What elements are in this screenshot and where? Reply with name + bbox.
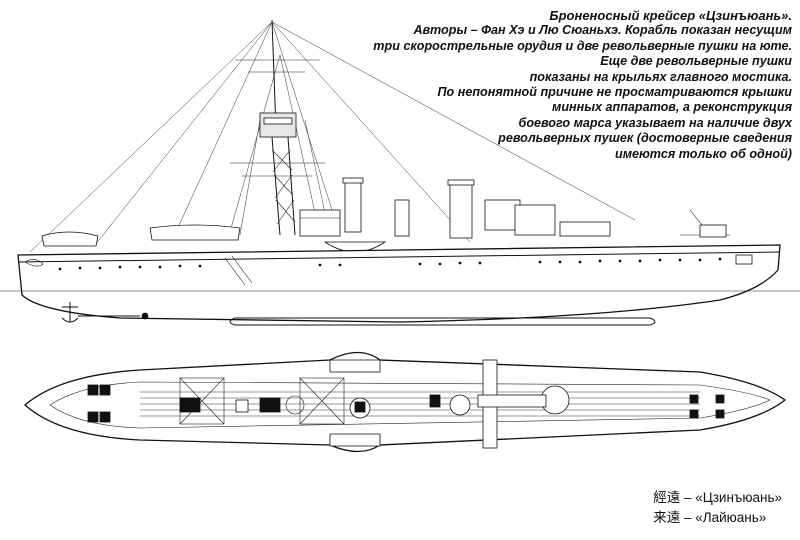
- caption-line: боевого марса указывает на наличие двух: [518, 115, 792, 130]
- anchor-icon: [61, 302, 79, 323]
- deck-planking: [140, 391, 700, 417]
- caption: Броненосный крейсер «Цзинъюань». Авторы …: [362, 8, 792, 162]
- caption-line: три скорострельные орудия и две револьве…: [373, 38, 792, 53]
- ship-name-laiyuan: 来遠 – «Лайюань»: [653, 510, 767, 525]
- boats: [41, 224, 387, 253]
- caption-line: Авторы – Фан Хэ и Лю Сюаньхэ. Корабль по…: [413, 23, 792, 38]
- ship-names: 經遠 – «Цзинъюань» 来遠 – «Лайюань»: [653, 488, 782, 528]
- caption-line: имеются только об одной): [615, 146, 792, 161]
- deck-plan: [24, 351, 787, 453]
- caption-line: По непонятной причине не просматриваются…: [437, 85, 792, 100]
- deck-outline: [24, 351, 787, 453]
- caption-line: Еще две револьверные пушки: [600, 54, 792, 69]
- stern-ornament-icon: [24, 259, 44, 267]
- boat-frames: [179, 377, 345, 425]
- hull-side: [17, 244, 781, 323]
- side-profile: [0, 19, 800, 326]
- portholes: [58, 257, 722, 271]
- caption-line: револьверных пушек (достоверные сведения: [498, 131, 792, 146]
- ship-name-jingyuan: 經遠 – «Цзинъюань»: [653, 490, 782, 505]
- caption-title: Броненосный крейсер «Цзинъюань».: [549, 8, 792, 23]
- main-mast: [230, 19, 325, 236]
- caption-line: показаны на крыльях главного мостика.: [529, 69, 792, 84]
- caption-line: минных аппаратов, а реконструкция: [552, 100, 792, 115]
- keel-line: [229, 317, 656, 326]
- funnel-and-bridge: [299, 177, 730, 239]
- bow-emblem-icon: [735, 254, 753, 265]
- gangway: [224, 255, 253, 286]
- rigging: [29, 21, 636, 253]
